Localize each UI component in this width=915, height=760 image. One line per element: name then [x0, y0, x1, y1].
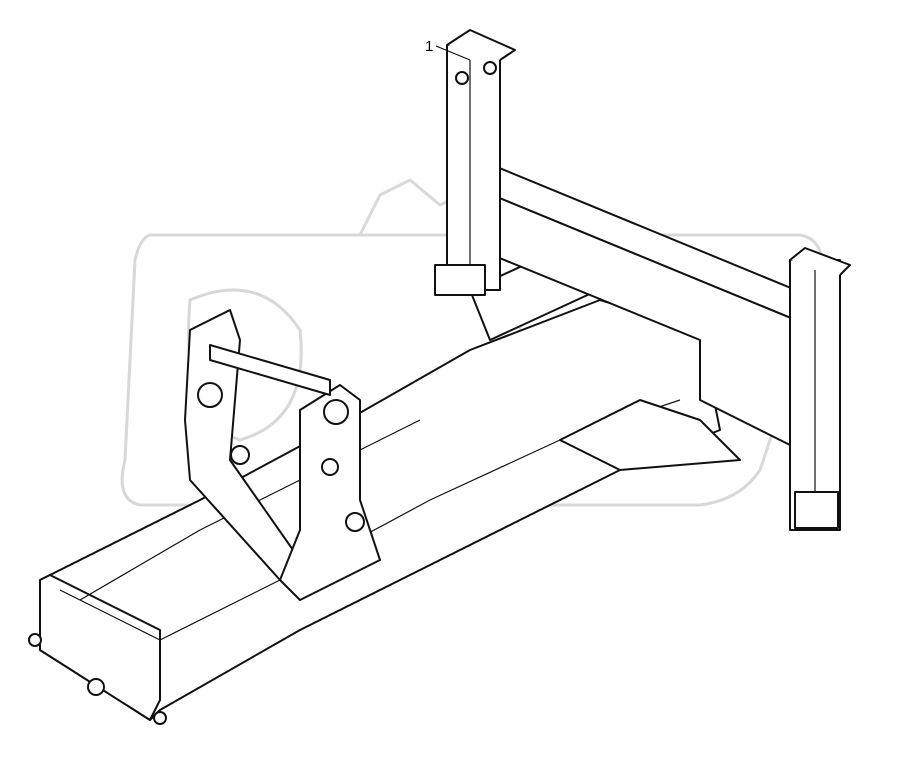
- callout-leader-line: [435, 45, 471, 61]
- callout-label: 1: [425, 38, 434, 55]
- rear-frame: [434, 29, 851, 531]
